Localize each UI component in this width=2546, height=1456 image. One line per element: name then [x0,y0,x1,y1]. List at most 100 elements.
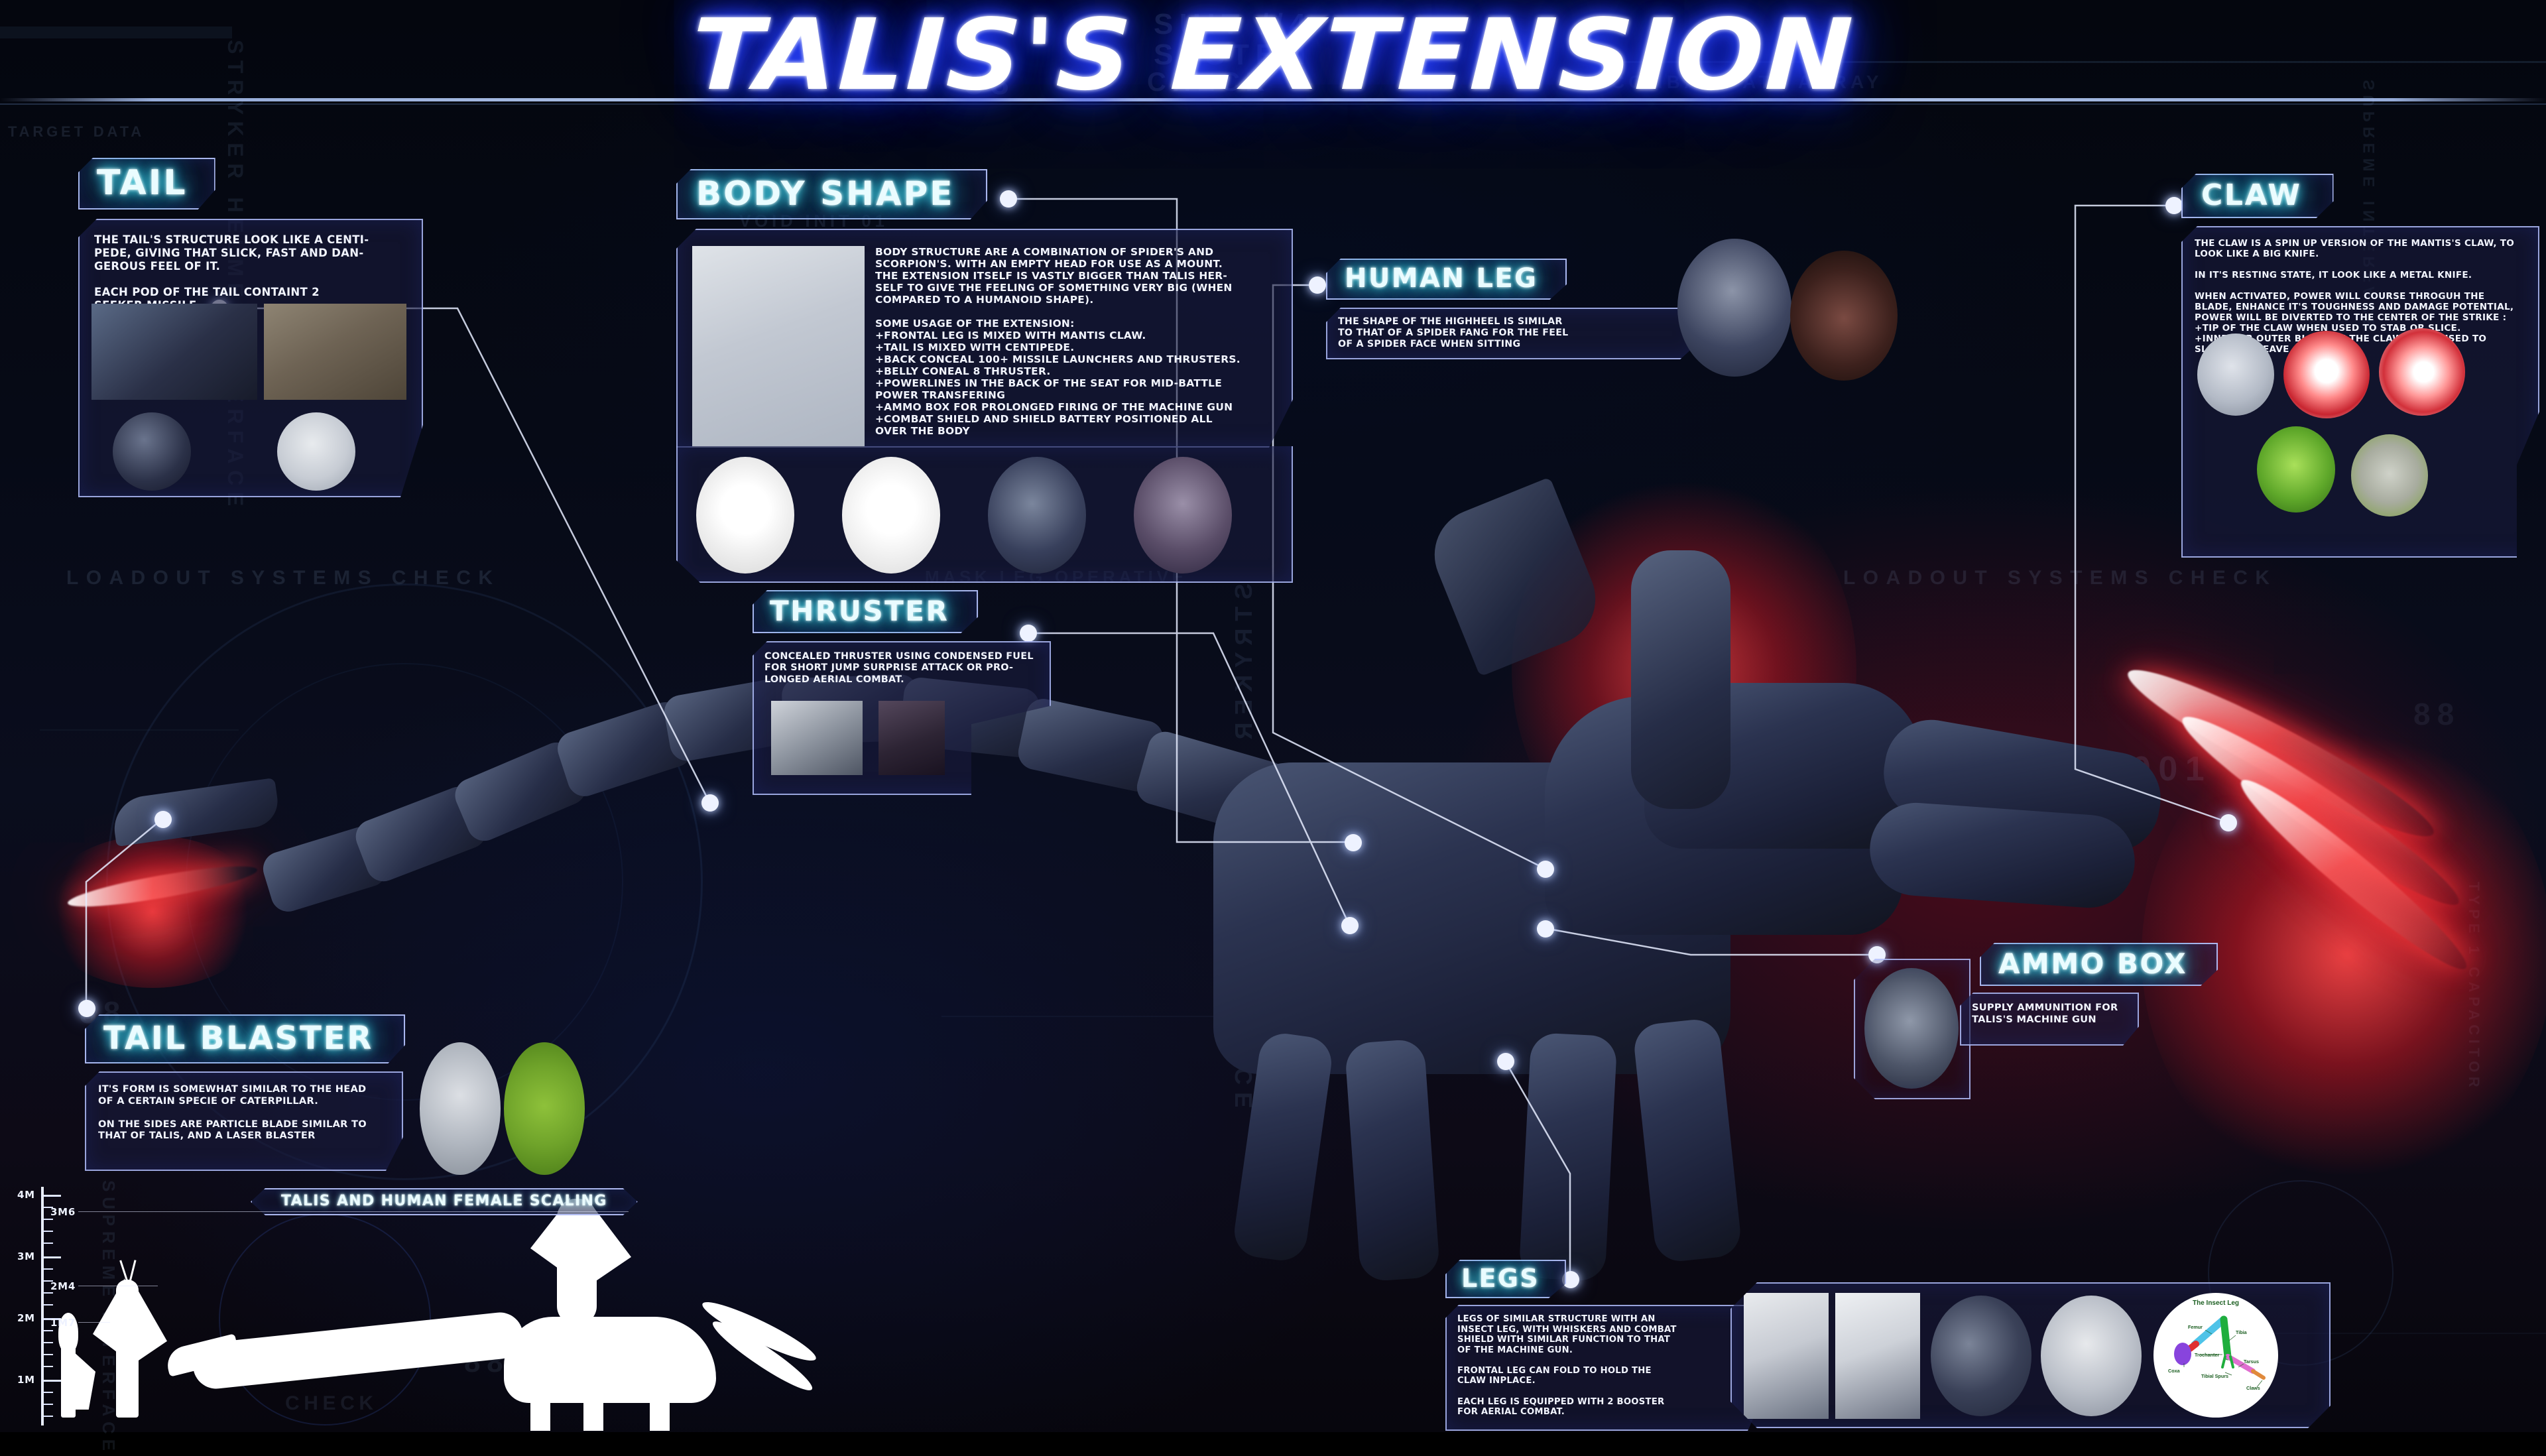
legs-body-box: LEGS OF SIMILAR STRUCTURE WITH AN INSECT… [1445,1305,1764,1431]
connector-node-legs-target [1497,1053,1514,1070]
claw-energy-blade [2226,768,2481,981]
ammo-box-body-text: SUPPLY AMMUNITION FOR TALIS'S MACHINE GU… [1972,1002,2118,1025]
legs-gallery-box: The Insect Leg Femur Tibia Trochanter [1730,1282,2331,1428]
rider-figure [1631,550,1730,809]
scale-tick-minor [44,1330,53,1331]
thruster-body-text: CONCEALED THRUSTER USING CONDENSED FUEL … [764,651,1034,685]
scale-tick-minor [44,1231,53,1232]
hud-vertical-stryker-2: STRYKER HELMET INTERFACE [1230,583,1257,1115]
panel-human-leg: HUMAN LEG THE SHAPE OF THE HIGHHEEL IS S… [1326,239,1898,381]
hud-label-target-data: TARGET DATA [8,123,145,140]
connector-node-claw-target [2220,814,2237,831]
insect-leg-diagram-title: The Insect Leg [2192,1300,2239,1307]
body-shape-body-box: BODY STRUCTURE ARE A COMBINATION OF SPID… [676,229,1293,448]
scale-callout-lead-3m6 [78,1211,629,1212]
claw-image-blade-edge [2379,328,2465,416]
scale-tick-minor [44,1292,53,1294]
claw-image-mantis-1 [2257,426,2335,513]
hud-divider-3 [941,1016,1538,1017]
scale-tick-minor [44,1416,53,1417]
body-shape-heading-tag: BODY SHAPE [676,169,987,219]
scale-tick-minor [44,1366,53,1367]
connector-node-ammobox-target [1537,920,1554,938]
tail-blaster-glow [40,835,265,988]
scale-chart: 4M 3M 2M 1M 3M6 2M4 1M7 [13,1187,629,1432]
connector-node-thruster-target [1341,917,1359,934]
scale-tick-minor [44,1304,53,1305]
insect-leg-label-tibia: Tibia [2236,1329,2248,1335]
scale-callout-3m6: 3M6 [50,1206,76,1218]
silhouette-human-female-hair [58,1313,78,1353]
tail-segment [450,737,591,847]
hud-frame-1 [1472,842,1691,1021]
tail-blaster-beam [66,859,259,914]
silhouette-extension-leg [583,1392,603,1431]
connector-node-tail-target [701,794,719,812]
hud-frame-2 [1545,875,1664,1014]
tail-segment [351,782,491,886]
scale-tick-minor [44,1219,53,1220]
thruster-image-belly [771,701,863,775]
creature-leg [1518,1032,1618,1282]
scale-tick-major [44,1195,61,1197]
creature-head-mount [1644,683,1923,849]
scale-tick-minor [44,1207,53,1208]
creature-torso [1213,762,1730,1074]
scale-tick-major [44,1380,61,1382]
creature-mantis-arm [1866,800,2138,911]
creature-shoulder [1545,696,1903,935]
claw-heading-tag: CLAW [2181,174,2334,218]
legs-image-folded [1835,1293,1920,1419]
ammo-box-heading: AMMO BOX [1998,947,2188,980]
body-shape-image-full-render [692,246,865,471]
hud-label-001: 001 [2132,750,2213,788]
connector-node-human-leg [1309,276,1326,294]
silhouette-extension-leg [530,1390,550,1431]
claw-image-resting [2197,334,2274,416]
insect-leg-label-coxa: Coxa [2168,1368,2181,1374]
scale-callout-lead-1m7 [78,1322,110,1323]
scale-caption-tag: TALIS AND HUMAN FEMALE SCALING [251,1188,638,1215]
wire-legs [1504,1060,1571,1280]
hud-label-loadout-systems-check: LOADOUT SYSTEMS CHECK [66,567,501,589]
tail-image-pod-closeup [113,412,191,491]
panel-tail-blaster: TAIL BLASTER IT'S FORM IS SOMEWHAT SIMIL… [85,1014,622,1171]
claw-heading: CLAW [2201,178,2302,212]
panel-tail: TAIL THE TAIL'S STRUCTURE LOOK LIKE A CE… [78,158,423,497]
panel-thruster: THRUSTER CONCEALED THRUSTER USING CONDEN… [753,590,1051,795]
body-shape-gallery-box [676,446,1293,583]
scale-tick-minor [44,1342,53,1343]
tail-blaster-heading-tag: TAIL BLASTER [85,1014,405,1063]
scale-tick-minor [44,1404,53,1405]
legs-body-text: LEGS OF SIMILAR STRUCTURE WITH AN INSECT… [1457,1314,1677,1418]
wire-ammo-box [1544,927,1876,956]
scale-ytick-3m: 3M [17,1250,35,1262]
panel-ammo-box: AMMO BOX SUPPLY AMMUNITION FOR TALIS'S M… [1868,943,2253,1046]
insect-leg-label-femur: Femur [2188,1324,2203,1330]
hud-vertical-capacitor: TYPE 1 CAPACITOR [2466,882,2482,1092]
creature-leg [1231,1030,1335,1264]
scale-ytick-2m: 2M [17,1312,35,1324]
ammo-box-image-frame [1854,959,1970,1099]
body-shape-heading: BODY SHAPE [696,174,955,213]
scale-tick-major [44,1256,61,1258]
tail-blaster-image-render [420,1042,501,1175]
ammo-box-image [1864,968,1959,1089]
wire-thruster [1028,632,1351,926]
tail-image-real-centipede [264,304,406,400]
tail-segment [553,698,697,801]
legs-image-whisker-detail [2041,1296,2142,1416]
tail-blaster-heading: TAIL BLASTER [103,1020,374,1057]
panel-legs: LEGS LEGS OF SIMILAR STRUCTURE WITH AN I… [1445,1260,2334,1431]
connector-node-tailblaster-target [154,811,172,828]
tail-blaster-head [110,777,281,847]
creature-mantis-arm [1876,712,2168,859]
rider-wing [1420,477,1610,677]
page-title: TALIS'S EXTENSION [690,0,1856,112]
tail-heading: TAIL [97,163,188,203]
hud-divider-5 [40,729,239,731]
body-shape-image-underbelly [988,457,1086,574]
tail-heading-tag: TAIL [78,158,215,210]
hud-label-88-d: 88 [2413,697,2461,731]
scale-tick-minor [44,1280,53,1282]
